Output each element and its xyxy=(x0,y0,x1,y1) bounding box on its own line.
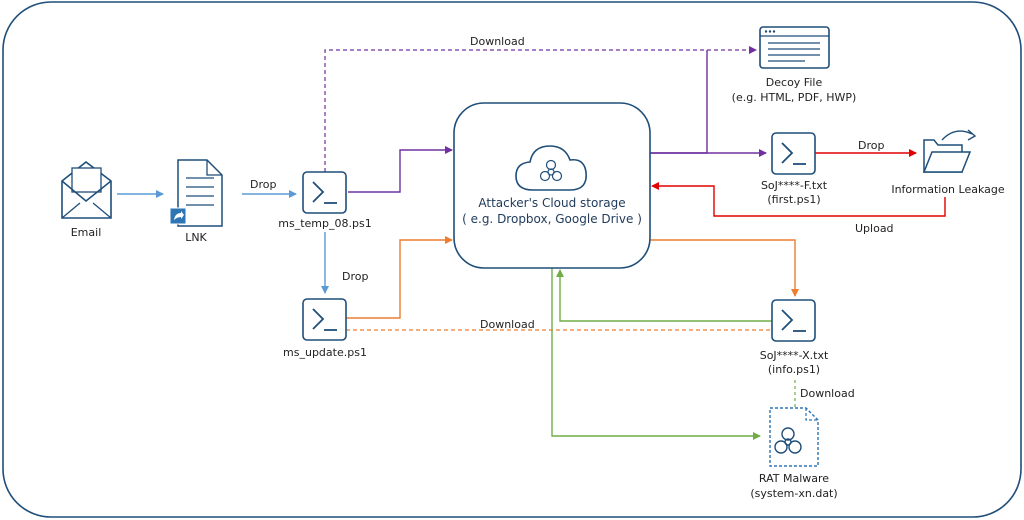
edge-label-drop: Drop xyxy=(858,139,884,152)
edge-label-upload: Upload xyxy=(855,222,894,235)
first-ps1-node: SoJ****-F.txt (first.ps1) xyxy=(761,132,828,206)
edge-cloud-to-rat xyxy=(551,268,761,440)
edge-label-download: Download xyxy=(800,387,855,400)
powershell-icon xyxy=(771,132,816,175)
info-label: SoJ****-X.txt xyxy=(760,349,829,362)
lnk-node: LNK xyxy=(169,159,223,244)
decoy-label: Decoy File xyxy=(766,76,823,89)
edge-info-to-cloud xyxy=(556,269,772,322)
edges xyxy=(117,46,946,440)
leakage-label: Information Leakage xyxy=(891,183,1005,196)
biohazard-file-icon xyxy=(769,407,819,467)
ms-update-node: ms_update.ps1 xyxy=(283,298,367,359)
powershell-icon xyxy=(771,299,816,342)
edge-cloud-to-decoy xyxy=(650,50,708,154)
edge-labels: Drop Drop Download Download Drop Upload … xyxy=(250,35,894,400)
cloud-subtitle: ( e.g. Dropbox, Google Drive ) xyxy=(462,212,642,226)
email-node: Email xyxy=(61,160,112,239)
edge-msupdate-to-cloud xyxy=(345,236,453,319)
edge-cloud-to-info xyxy=(650,239,799,297)
email-label: Email xyxy=(71,226,102,239)
decoy-sublabel: (e.g. HTML, PDF, HWP) xyxy=(732,91,857,104)
lnk-label: LNK xyxy=(185,231,207,244)
shortcut-file-icon xyxy=(169,159,223,227)
ms-temp-label: ms_temp_08.ps1 xyxy=(278,217,371,230)
powershell-icon xyxy=(302,298,347,341)
edge-mstemp-to-cloud xyxy=(348,146,453,193)
document-window-icon xyxy=(759,26,830,69)
info-ps1-node: SoJ****-X.txt (info.ps1) xyxy=(760,299,829,376)
first-label: SoJ****-F.txt xyxy=(761,179,828,192)
info-sublabel: (info.ps1) xyxy=(768,363,820,376)
rat-malware-node: RAT Malware (system-xn.dat) xyxy=(750,407,838,500)
edge-mstemp-download-decoy xyxy=(324,46,757,172)
cloud-storage-node: Attacker's Cloud storage ( e.g. Dropbox,… xyxy=(453,102,651,269)
biohazard-cloud-icon xyxy=(515,145,587,191)
first-sublabel: (first.ps1) xyxy=(767,193,820,206)
edge-label-download: Download xyxy=(470,35,525,48)
cloud-title: Attacker's Cloud storage xyxy=(478,196,625,210)
edge-label-drop: Drop xyxy=(250,178,276,191)
rat-sublabel: (system-xn.dat) xyxy=(750,487,837,500)
cloud-storage-box xyxy=(453,102,651,269)
decoy-file-node: Decoy File (e.g. HTML, PDF, HWP) xyxy=(732,26,857,104)
edge-leakage-upload-cloud xyxy=(651,182,946,217)
edge-label-download: Download xyxy=(480,318,535,331)
envelope-icon xyxy=(61,160,112,219)
information-leakage-node: Information Leakage xyxy=(891,129,1005,196)
edge-label-drop: Drop xyxy=(342,270,368,283)
rat-label: RAT Malware xyxy=(759,472,829,485)
powershell-icon xyxy=(302,171,347,214)
ms-temp-node: ms_temp_08.ps1 xyxy=(278,171,372,230)
open-folder-icon xyxy=(922,129,977,173)
ms-update-label: ms_update.ps1 xyxy=(283,346,367,359)
